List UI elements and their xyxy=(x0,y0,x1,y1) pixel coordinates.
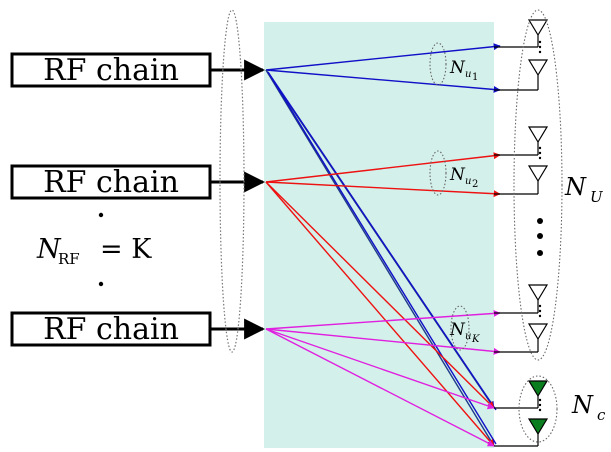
label-symbol: N xyxy=(449,58,466,78)
nrf-equation: N RF = K xyxy=(36,234,152,268)
antenna-icon xyxy=(527,126,549,155)
rf-chain-label: RF chain xyxy=(43,312,179,347)
label-symbol: N xyxy=(449,320,466,340)
nu-label: N U xyxy=(564,173,604,206)
user-antenna-array xyxy=(527,19,549,352)
antenna-icon xyxy=(527,165,549,194)
label-symbol: N xyxy=(449,165,466,185)
nc-symbol: N xyxy=(571,391,594,419)
antenna-icon xyxy=(527,418,549,446)
signal-link xyxy=(265,328,495,447)
rf-chain-box xyxy=(10,311,212,347)
label-sub: u xyxy=(465,331,471,342)
label-sub: u xyxy=(465,69,471,80)
antenna-icon xyxy=(527,323,549,352)
antenna-icon xyxy=(527,19,549,47)
rf-chain-label: RF chain xyxy=(43,53,179,88)
user-groups-ellipsis xyxy=(537,218,543,256)
rf-chain-2: RF chain xyxy=(10,164,212,200)
signal-link xyxy=(265,152,501,183)
nrf-subscript: RF xyxy=(58,250,80,268)
label-subsub: 1 xyxy=(472,72,478,83)
eavesdropper-ellipse xyxy=(518,375,558,443)
rf-chain-group-ellipse xyxy=(219,9,245,353)
user-group-label-2: N u 2 xyxy=(449,165,478,190)
antenna-icon xyxy=(527,380,549,408)
phase-shifter-links xyxy=(265,43,501,447)
rf-chain-3: RF chain xyxy=(10,311,212,347)
nrf-symbol: N xyxy=(36,234,62,265)
signal-link xyxy=(265,181,495,447)
antenna-icon xyxy=(527,284,549,313)
ellipsis-dot xyxy=(98,212,104,218)
nc-label: N c xyxy=(571,391,606,424)
signal-link xyxy=(267,71,497,411)
nrf-rhs: = K xyxy=(100,234,152,265)
eavesdropper-antenna-array xyxy=(527,380,549,446)
label-subsub: K xyxy=(471,334,480,345)
ellipsis-dot xyxy=(98,281,104,287)
user-group-1-ellipse xyxy=(429,42,447,86)
user-group-label-k: N u K xyxy=(449,320,480,345)
signal-link xyxy=(265,328,501,355)
user-group-2-ellipse xyxy=(429,150,447,196)
all-users-ellipse xyxy=(513,9,563,361)
rf-chain-box xyxy=(10,164,212,200)
antenna-group-dots xyxy=(538,40,542,412)
nc-subscript: c xyxy=(597,406,606,424)
rf-chain-label: RF chain xyxy=(43,165,179,200)
nu-subscript: U xyxy=(590,188,604,206)
rf-chain-1: RF chain xyxy=(10,52,212,88)
label-sub: u xyxy=(465,176,471,187)
signal-link xyxy=(265,181,495,409)
user-group-k-ellipse xyxy=(450,305,470,351)
nu-symbol: N xyxy=(564,173,587,201)
rf-chain-box xyxy=(10,52,212,88)
signal-link xyxy=(265,309,501,330)
label-subsub: 2 xyxy=(472,179,478,190)
antenna-feed-lines xyxy=(494,46,538,447)
user-group-label-1: N u 1 xyxy=(449,58,478,83)
signal-link xyxy=(265,181,501,198)
signal-link xyxy=(265,69,501,93)
signal-link xyxy=(265,69,495,447)
signal-link xyxy=(265,328,495,410)
antenna-icon xyxy=(527,59,549,90)
signal-link xyxy=(265,43,501,71)
signal-link xyxy=(267,71,497,445)
